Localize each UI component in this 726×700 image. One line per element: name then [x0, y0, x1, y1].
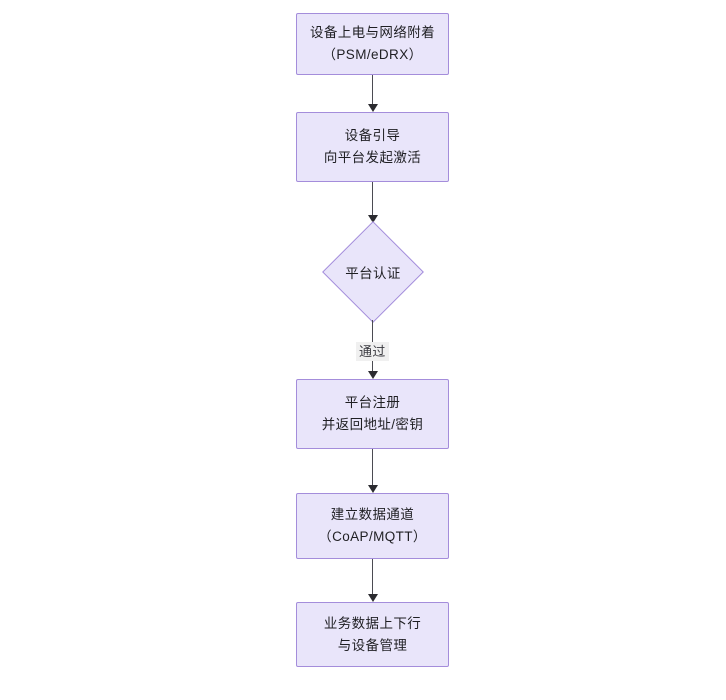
flow-arrowhead-n1-n2	[368, 104, 378, 112]
flow-node-line: 设备引导	[344, 128, 401, 143]
flow-node-line: 平台认证	[345, 266, 401, 281]
flow-node-line: （PSM/eDRX）	[322, 47, 423, 62]
flow-arrowhead-n4-n5	[368, 485, 378, 493]
flow-edge-label-pass: 通过	[356, 342, 389, 361]
flow-node-line: 与设备管理	[337, 637, 408, 653]
flow-node-power-on[interactable]: 设备上电与网络附着 （PSM/eDRX）	[296, 13, 449, 75]
flow-node-line: 向平台发起激活	[323, 150, 422, 165]
flow-node-auth-decision[interactable]: 平台认证	[322, 221, 424, 323]
flow-node-line: （CoAP/MQTT）	[318, 529, 427, 544]
flow-arrowhead-n5-n6	[368, 594, 378, 602]
flow-edge-n2-n3	[372, 182, 374, 216]
flow-arrowhead-n3-n4	[368, 371, 378, 379]
flow-node-line: 设备上电与网络附着	[309, 25, 436, 40]
flow-node-line: 业务数据上下行	[323, 615, 422, 631]
flow-arrowhead-n2-n3	[368, 215, 378, 223]
flow-node-data-channel[interactable]: 建立数据通道 （CoAP/MQTT）	[296, 493, 449, 559]
flow-edge-n4-n5	[372, 449, 374, 486]
flow-node-bootstrap[interactable]: 设备引导 向平台发起激活	[296, 112, 449, 182]
flow-node-platform-register[interactable]: 平台注册 并返回地址/密钥	[296, 379, 449, 449]
flow-node-line: 平台注册	[344, 395, 401, 410]
flow-edge-n5-n6	[372, 559, 374, 595]
flow-edge-n1-n2	[372, 75, 374, 105]
flow-node-line: 并返回地址/密钥	[321, 417, 424, 432]
flow-node-business-data[interactable]: 业务数据上下行 与设备管理	[296, 602, 449, 667]
flow-node-line: 建立数据通道	[330, 507, 415, 522]
